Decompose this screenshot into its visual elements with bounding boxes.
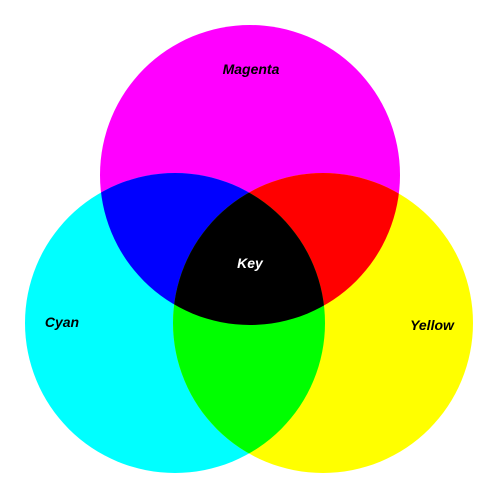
key-label: Key [237, 255, 264, 271]
yellow-label: Yellow [410, 317, 455, 333]
cyan-label: Cyan [45, 314, 79, 330]
magenta-label: Magenta [223, 61, 280, 77]
